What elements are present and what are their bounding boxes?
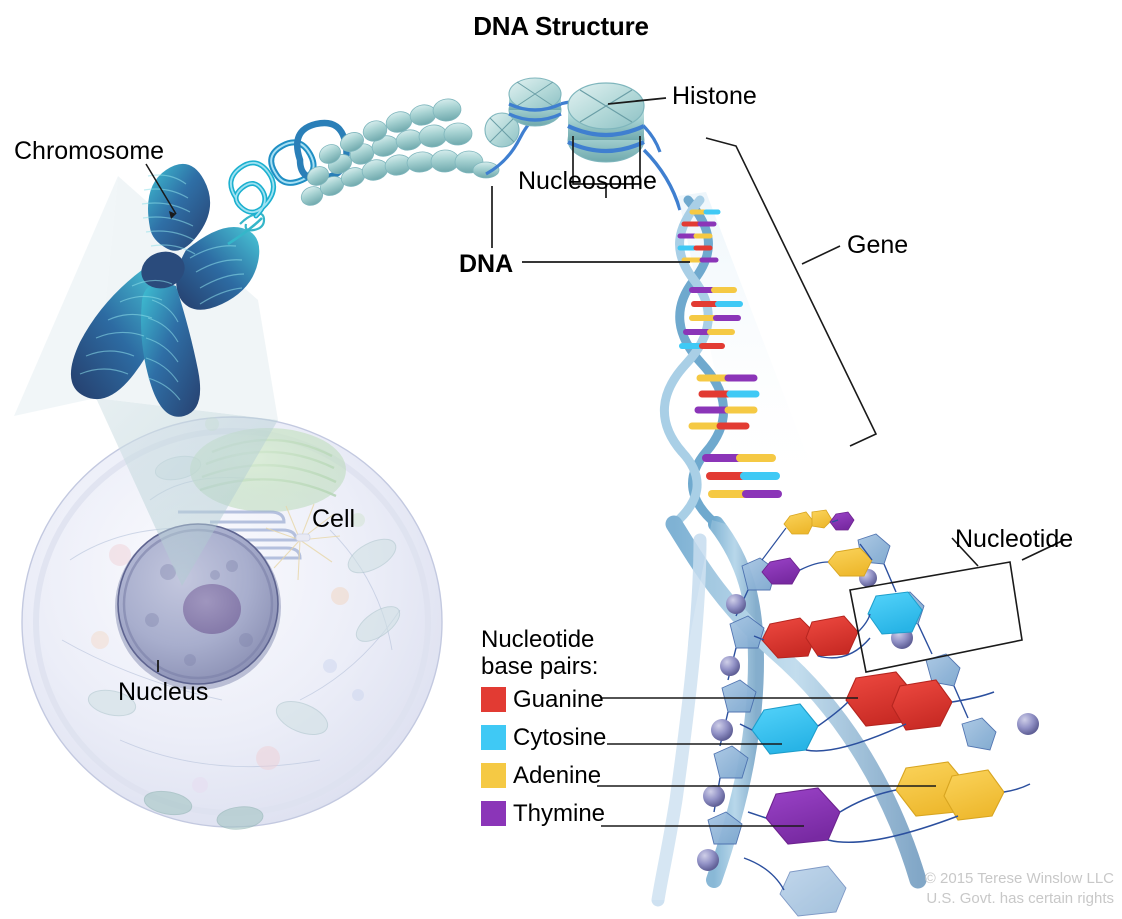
nucleus-shape — [115, 523, 281, 690]
dna-double-helix — [640, 192, 1000, 907]
base-pair-bottom — [743, 857, 847, 917]
label-dna: DNA — [459, 250, 514, 278]
legend-label-cytosine: Cytosine — [513, 723, 607, 751]
legend-label-adenine: Adenine — [513, 761, 602, 789]
legend-swatch-adenine — [481, 763, 506, 789]
leader-lines — [145, 97, 1065, 827]
legend-item-thymine: Thymine — [481, 795, 681, 833]
nucleotide-ladder — [697, 509, 1039, 917]
base-pair-top-2 — [761, 543, 873, 585]
label-cell: Cell — [312, 505, 356, 533]
legend-label-guanine: Guanine — [513, 685, 604, 713]
legend-title: Nucleotide base pairs: — [481, 626, 599, 680]
nucleosome-stack — [300, 98, 500, 206]
label-histone: Histone — [672, 82, 757, 110]
nucleosome-large — [567, 82, 645, 163]
chromosome-illustration — [70, 163, 266, 417]
histone-disc-small — [484, 112, 520, 148]
base-pair-guanine-cytosine — [739, 671, 995, 755]
base-pair-cytosine-guanine-upper — [753, 591, 923, 659]
legend-swatch-cytosine — [481, 725, 506, 751]
legend-swatch-thymine — [481, 801, 506, 827]
legend-label-thymine: Thymine — [513, 799, 606, 827]
label-nucleotide: Nucleotide — [955, 525, 1074, 553]
copyright-notice: © 2015 Terese Winslow LLC U.S. Govt. has… — [924, 869, 1114, 907]
legend-item-cytosine: Cytosine — [481, 719, 681, 757]
label-nucleosome: Nucleosome — [518, 167, 657, 195]
legend-swatch-guanine — [481, 687, 506, 713]
base-pair-top-1 — [761, 509, 855, 561]
label-chromosome: Chromosome — [14, 137, 165, 165]
base-pair-adenine-thymine — [747, 761, 1031, 845]
page-title: DNA Structure — [473, 11, 649, 41]
legend-item-adenine: Adenine — [481, 757, 681, 795]
backbone-right — [857, 533, 1039, 751]
label-gene: Gene — [847, 231, 909, 259]
legend-item-guanine: Guanine — [481, 681, 681, 719]
label-nucleus: Nucleus — [118, 678, 209, 706]
beads-on-string — [484, 77, 682, 211]
histone-disc-medium — [508, 77, 562, 127]
cell-illustration — [14, 176, 443, 830]
legend: Nucleotide base pairs: Guanine Cytosine … — [481, 626, 681, 833]
